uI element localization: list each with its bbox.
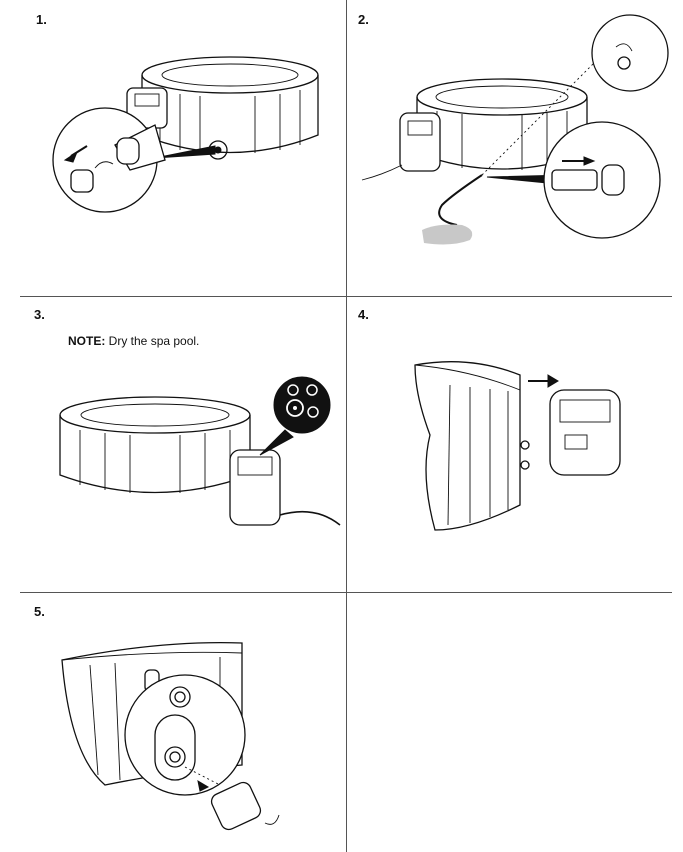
grid-divider-row2: [20, 592, 672, 593]
step-number: 5.: [34, 604, 45, 619]
step-number: 2.: [358, 12, 369, 27]
step-3-note: NOTE: Dry the spa pool.: [68, 334, 199, 348]
step-number: 4.: [358, 307, 369, 322]
note-label: NOTE:: [68, 334, 106, 348]
note-text: Dry the spa pool.: [105, 334, 200, 348]
step-number: 3.: [34, 307, 45, 322]
step-1-illustration: [52, 56, 319, 213]
grid-divider-vertical: [346, 0, 347, 852]
step-2-illustration: [361, 14, 669, 245]
step-5-illustration: [61, 641, 280, 831]
step-3-illustration: [59, 376, 341, 526]
step-number: 1.: [36, 12, 47, 27]
instruction-grid: [20, 0, 672, 852]
step-4-illustration: [414, 361, 621, 531]
grid-divider-row1: [20, 296, 672, 297]
